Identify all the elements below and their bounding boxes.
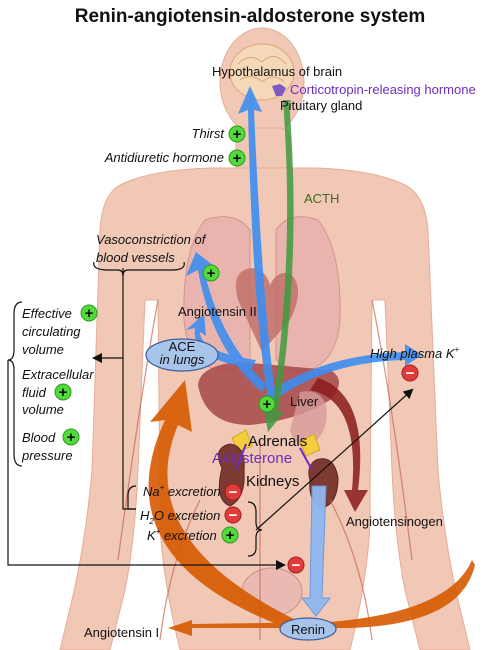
lightblue-renin-arrow <box>300 485 332 617</box>
kidneys-label: Kidneys <box>246 473 299 490</box>
liver-label: Liver <box>290 394 319 409</box>
plus-badge-icon-liver: + <box>258 395 276 413</box>
svg-text:+: + <box>207 265 216 282</box>
plus-badge-icon-ecf: + <box>54 383 72 401</box>
connector-volume-to-renin <box>7 360 286 570</box>
plus-badge-icon-thirst: + <box>228 125 246 143</box>
svg-text:+: + <box>226 527 235 544</box>
h2o-main: H <box>140 508 150 523</box>
ecf-label-1: Extracellular <box>22 367 94 382</box>
blue-angiotensin-arrows <box>186 86 422 402</box>
plus-badge-icon-adh: + <box>228 149 246 167</box>
high-k-label-sup: + <box>455 345 460 354</box>
ecf-label-3: volume <box>22 402 64 417</box>
thirst-label: Thirst <box>192 126 226 141</box>
diagram-title: Renin-angiotensin-aldosterone system <box>75 6 426 27</box>
svg-text:−: − <box>229 507 238 524</box>
svg-text:+: + <box>67 429 76 446</box>
renin-badge: Renin <box>279 617 337 641</box>
k-sup: + <box>156 527 161 536</box>
na-excretion-label: Na+ excretion <box>143 483 221 499</box>
purple-aldosterone-arrows <box>235 443 313 471</box>
acth-label: ACTH <box>304 191 339 206</box>
k-rest: excretion <box>160 528 216 543</box>
pituitary-shape <box>272 84 286 96</box>
ace-label-2: in lungs <box>160 352 205 367</box>
green-acth-arrow <box>264 100 294 432</box>
high-k-label: High plasma K+ <box>370 345 460 361</box>
renin-label: Renin <box>291 622 325 637</box>
adrenals-label: Adrenals <box>248 433 307 450</box>
ace-badge: ACE in lungs <box>145 338 219 372</box>
crh-label: Corticotropin-releasing hormone <box>290 82 476 97</box>
adh-label: Antidiuretic hormone <box>104 150 224 165</box>
angiotensinogen-label: Angiotensinogen <box>346 514 443 529</box>
plus-badge-icon-k-excretion: + <box>221 526 239 544</box>
brace-vasoconstriction-icon <box>93 261 185 277</box>
effective-label-3: volume <box>22 342 64 357</box>
h2o-excretion-label: H2O excretion <box>140 508 220 526</box>
minus-badge-icon-na-excretion: − <box>224 483 242 501</box>
vasoconstriction-label-2: blood vessels <box>96 250 175 265</box>
svg-text:+: + <box>233 126 242 143</box>
plus-badge-icon-vasoconstriction: + <box>202 264 220 282</box>
hypothalamus-label: Hypothalamus of brain <box>212 64 342 79</box>
svg-text:−: − <box>229 484 238 501</box>
effective-label-2: circulating <box>22 324 81 339</box>
angiotensin-ii-label: Angiotensin II <box>178 304 257 319</box>
darkred-angiotensinogen-arrow <box>310 378 368 512</box>
plus-badge-icon-effective-volume: + <box>80 304 98 322</box>
effective-label-1: Effective <box>22 306 72 321</box>
minus-badge-icon-high-k: − <box>401 364 419 382</box>
angiotensin-i-label: Angiotensin I <box>84 625 159 640</box>
na-rest: excretion <box>164 484 220 499</box>
orange-angiotensin-i-arrow <box>148 380 475 636</box>
connector-k-excretion-to-plasma-k <box>255 388 414 531</box>
stomach <box>290 391 327 446</box>
ecf-label-2: fluid <box>22 385 47 400</box>
plus-badge-icon-bp: + <box>62 428 80 446</box>
svg-text:+: + <box>59 384 68 401</box>
ace-label-1: ACE <box>169 339 196 354</box>
na-sup: + <box>160 483 165 492</box>
aldosterone-label: Aldosterone <box>212 450 292 467</box>
pituitary-label: Pituitary gland <box>280 98 362 113</box>
svg-text:+: + <box>233 150 242 167</box>
h2o-sub: 2 <box>148 517 154 526</box>
svg-text:+: + <box>85 305 94 322</box>
svg-text:−: − <box>292 557 301 574</box>
svg-text:+: + <box>263 396 272 413</box>
brace-volume-icon <box>7 301 23 467</box>
k-excretion-label: K+ excretion <box>147 527 217 543</box>
vasoconstriction-label-1: Vasoconstriction of <box>96 232 207 247</box>
minus-badge-icon-h2o-excretion: − <box>224 506 242 524</box>
heart <box>235 268 299 352</box>
na-main: Na <box>143 484 160 499</box>
h2o-rest: O excretion <box>154 508 220 523</box>
minus-badge-icon-renin: − <box>287 556 305 574</box>
svg-text:−: − <box>406 365 415 382</box>
high-k-label-main: High plasma K <box>370 346 456 361</box>
brace-excretion-icon <box>127 485 263 557</box>
bp-label-1: Blood <box>22 430 56 445</box>
k-main: K <box>147 528 157 543</box>
bp-label-2: pressure <box>21 448 73 463</box>
